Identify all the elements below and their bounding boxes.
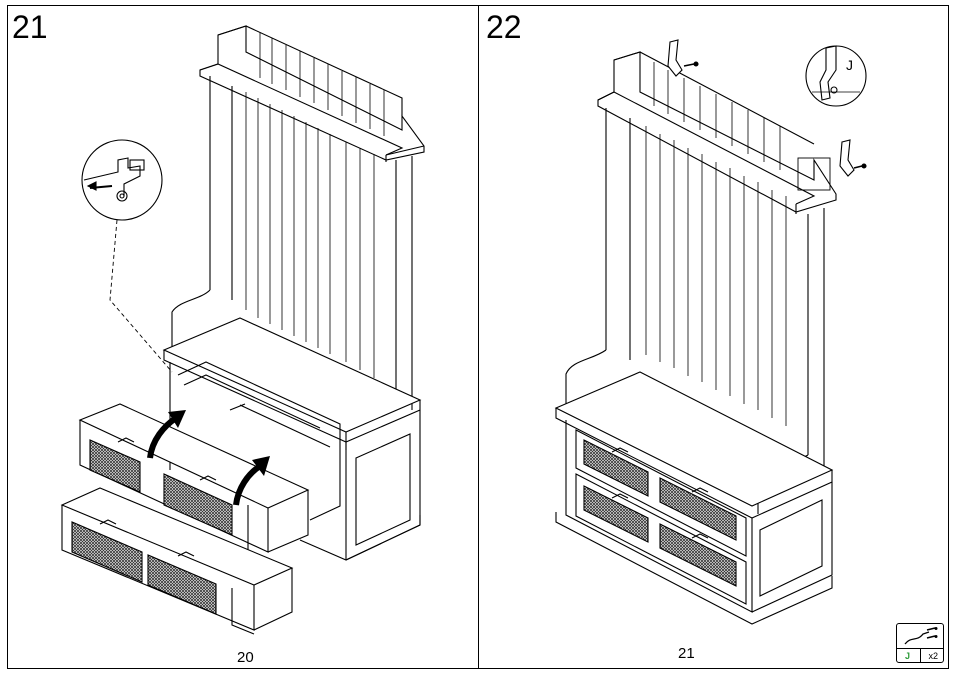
badge-divider-horizontal bbox=[897, 648, 943, 649]
hall-tree-cabinet-right bbox=[554, 51, 837, 625]
drawer-upper-left bbox=[78, 403, 310, 561]
page-number-right: 21 bbox=[678, 645, 695, 662]
bracket-j-right bbox=[839, 139, 867, 177]
part-letter: J bbox=[905, 651, 911, 661]
hall-tree-cabinet-left bbox=[162, 25, 425, 561]
insert-arrow-1 bbox=[147, 410, 186, 459]
part-badge: J x2 bbox=[896, 623, 944, 663]
bracket-screw-icon bbox=[904, 627, 938, 645]
page-number-left: 20 bbox=[237, 649, 254, 666]
slide-rail-detail-callout bbox=[81, 139, 173, 373]
step-number-right: 22 bbox=[486, 9, 522, 45]
part-quantity: x2 bbox=[928, 651, 938, 661]
drawer-lower-left bbox=[60, 487, 294, 635]
bracket-j-left bbox=[667, 39, 699, 77]
callout-letter-j: J bbox=[846, 57, 853, 73]
badge-divider-vertical bbox=[920, 649, 921, 663]
insert-arrow-2 bbox=[233, 456, 270, 506]
bracket-detail-callout bbox=[805, 45, 867, 107]
step-number-left: 21 bbox=[12, 9, 48, 45]
panel-divider bbox=[478, 5, 479, 669]
